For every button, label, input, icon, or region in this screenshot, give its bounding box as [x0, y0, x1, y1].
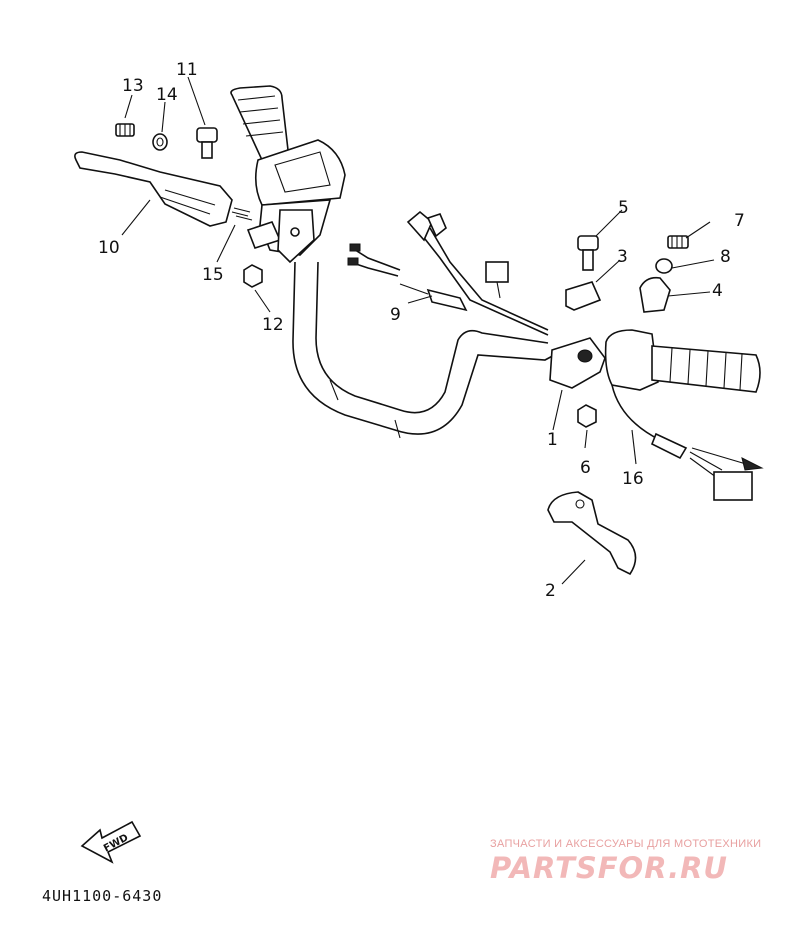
callout-1: 1: [547, 430, 558, 450]
brake-lever-left: [74, 151, 233, 227]
switch-3: [565, 281, 602, 311]
diagram-code: 4UH1100-6430: [42, 887, 163, 905]
callout-16: 16: [622, 469, 644, 489]
washer-14: [152, 133, 168, 151]
leader-lines: [121, 76, 715, 585]
holder-4: [639, 276, 671, 313]
lever-bracket: [246, 209, 315, 264]
nut-12: [243, 264, 263, 288]
right-grip: [651, 345, 761, 393]
callout-15: 15: [202, 265, 224, 285]
callout-6: 6: [580, 458, 591, 478]
callout-8: 8: [720, 247, 731, 267]
bolt-13: [115, 123, 135, 137]
bolt-11: [196, 127, 218, 159]
callout-10: 10: [98, 238, 120, 258]
switch-housing-right: [604, 329, 659, 391]
washer-8: [655, 258, 673, 274]
lever-right-2: [547, 491, 637, 576]
bracket-1: [549, 337, 606, 389]
bolt-5: [577, 235, 599, 271]
callout-9: 9: [390, 305, 401, 325]
callout-11: 11: [176, 60, 198, 80]
handlebar-tube: [292, 261, 561, 439]
cable-16: [611, 384, 764, 501]
callout-7: 7: [734, 211, 745, 231]
callout-12: 12: [262, 315, 284, 335]
callout-14: 14: [156, 85, 178, 105]
callout-2: 2: [545, 581, 556, 601]
watermark-logo: PARTSFOR.RU: [490, 851, 728, 885]
watermark-tagline: ЗАПЧАСТИ И АКСЕССУАРЫ ДЛЯ МОТОТЕХНИКИ: [490, 838, 762, 850]
callout-3: 3: [617, 247, 628, 267]
callout-5: 5: [618, 198, 629, 218]
nut-6: [577, 404, 597, 428]
switch-cable-9: [347, 243, 468, 312]
callout-4: 4: [712, 281, 723, 301]
bolt-7: [667, 235, 689, 249]
wire-harness: [406, 210, 549, 336]
callout-13: 13: [122, 76, 144, 96]
fwd-arrow-icon: FWD: [80, 820, 142, 864]
left-grip: [230, 85, 289, 162]
spring-15: [231, 207, 253, 221]
